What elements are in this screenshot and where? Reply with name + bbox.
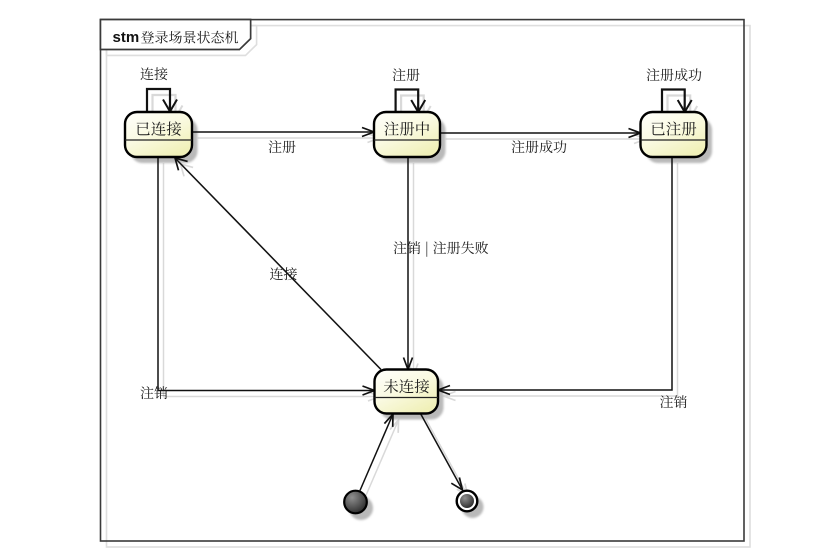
svg-text:注册: 注册 [392, 65, 420, 85]
svg-text:注册成功: 注册成功 [646, 65, 702, 85]
svg-text:注销: 注销 [660, 392, 688, 412]
svg-text:注册: 注册 [268, 137, 296, 157]
svg-text:连接: 连接 [270, 264, 298, 284]
svg-text:登录场景状态机: 登录场景状态机 [141, 28, 239, 48]
svg-text:注销: 注销 [140, 383, 168, 403]
svg-text:stm: stm [113, 29, 140, 46]
svg-text:已注册: 已注册 [650, 118, 697, 140]
svg-text:注销 | 注册失败: 注销 | 注册失败 [393, 238, 489, 258]
svg-text:连接: 连接 [140, 64, 168, 84]
svg-text:未连接: 未连接 [383, 375, 430, 397]
svg-text:已连接: 已连接 [135, 118, 182, 140]
svg-text:注册成功: 注册成功 [511, 137, 567, 157]
svg-text:注册中: 注册中 [384, 118, 431, 140]
